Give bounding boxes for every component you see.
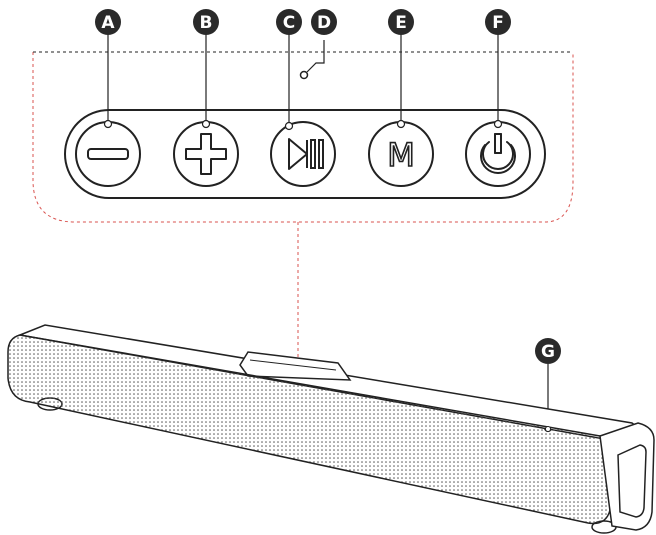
svg-text:D: D (317, 13, 331, 33)
callout-e: E (388, 9, 414, 35)
callout-a: A (95, 9, 121, 35)
mode-icon: M (387, 136, 415, 174)
mode-button[interactable]: M (369, 122, 433, 186)
minus-button[interactable] (76, 122, 140, 186)
svg-text:F: F (492, 13, 504, 33)
power-button[interactable] (466, 122, 530, 186)
callout-leader-d (307, 40, 324, 72)
play-pause-button[interactable] (271, 122, 335, 186)
svg-text:C: C (283, 13, 295, 33)
callout-b: B (193, 9, 219, 35)
led-indicator-icon (546, 427, 551, 432)
svg-text:G: G (541, 342, 555, 362)
callout-c: C (276, 9, 302, 35)
led-indicator-icon (301, 72, 308, 79)
callout-g: G (535, 338, 561, 364)
svg-text:A: A (101, 13, 115, 33)
detail-outline (33, 52, 573, 378)
indicator-d (301, 40, 325, 79)
callout-f: F (485, 9, 511, 35)
svg-text:B: B (200, 13, 213, 33)
svg-text:E: E (395, 13, 407, 33)
plus-button[interactable] (174, 122, 238, 186)
callout-d: D (311, 9, 337, 35)
